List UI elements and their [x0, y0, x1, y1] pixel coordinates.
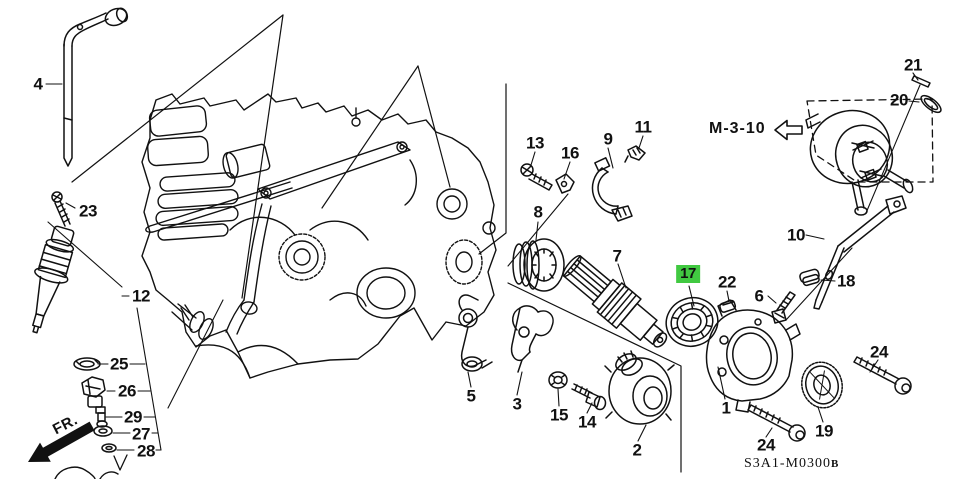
part-9-fork-drawing [591, 157, 633, 222]
part-11-clip-drawing [624, 145, 646, 163]
callout-3[interactable]: 3 [512, 394, 522, 414]
callout-28[interactable]: 28 [137, 441, 155, 461]
callout-14[interactable]: 14 [578, 412, 596, 432]
leader-lines [45, 72, 920, 451]
callout-1[interactable]: 1 [721, 398, 731, 418]
part-25-washer-drawing [73, 357, 101, 371]
callout-25[interactable]: 25 [110, 354, 128, 374]
part-18-sleeve-drawing [799, 268, 820, 287]
reference-link-m-3-10[interactable]: M-3-10 [709, 120, 766, 137]
wedge-lines [71, 14, 682, 473]
drawing-code-suffix: B [831, 458, 839, 470]
part-24-bolt-right-drawing [853, 356, 912, 395]
part-10-select-lever-drawing [785, 195, 907, 321]
callout-9[interactable]: 9 [603, 129, 613, 149]
callout-16[interactable]: 16 [561, 143, 579, 163]
callout-5[interactable]: 5 [466, 386, 476, 406]
callout-26[interactable]: 26 [118, 381, 136, 401]
part-2-retainer-drawing [604, 350, 675, 425]
callout-22[interactable]: 22 [718, 272, 736, 292]
part-29-valve-drawing [95, 406, 108, 428]
part-24-bolt-bottom-drawing [747, 404, 806, 442]
callout-21[interactable]: 21 [904, 55, 922, 75]
speedometer-gear-assembly-drawing [805, 84, 934, 216]
callout-12[interactable]: 12 [132, 286, 150, 306]
callout-6[interactable]: 6 [754, 286, 764, 306]
drawing-code: S3A1-M0300B [744, 456, 838, 472]
callout-23[interactable]: 23 [79, 201, 97, 221]
part-7-mainshaft-drawing [562, 254, 668, 348]
part-4-dipstick-drawing [63, 7, 129, 167]
callout-15[interactable]: 15 [550, 405, 568, 425]
part-3-shift-fork-drawing [510, 305, 554, 373]
callout-19[interactable]: 19 [815, 421, 833, 441]
callout-11[interactable]: 11 [634, 117, 652, 137]
callout-29[interactable]: 29 [124, 407, 142, 427]
m-3-10-arrow-icon [774, 119, 803, 141]
part-23-bolt-drawing [51, 191, 71, 227]
fr-direction-arrow-icon [28, 421, 95, 462]
part-8-synchro-sleeve-drawing [512, 238, 565, 292]
callout-4[interactable]: 4 [33, 74, 43, 94]
part-27-nut-drawing [93, 425, 113, 437]
part-1-case-cover-drawing [705, 299, 801, 413]
callout-18[interactable]: 18 [837, 271, 855, 291]
part-5-spring-drawing [458, 294, 493, 372]
transmission-housing-drawing [54, 93, 497, 479]
part-20-roller-drawing [920, 94, 942, 114]
callout-8[interactable]: 8 [533, 202, 543, 222]
callout-7[interactable]: 7 [612, 246, 622, 266]
part-12-speed-sensor-drawing [32, 225, 75, 334]
part-19-gear-drawing [801, 361, 843, 409]
check-mark [113, 454, 128, 471]
part-26-sensor-drawing [81, 376, 106, 408]
part-14-bolt-drawing [571, 383, 607, 411]
part-15-washer-drawing [548, 371, 568, 389]
callout-17[interactable]: 17 [676, 265, 700, 283]
callout-24[interactable]: 24 [757, 435, 775, 455]
callout-20[interactable]: 20 [890, 90, 908, 110]
callout-13[interactable]: 13 [526, 133, 544, 153]
callout-10[interactable]: 10 [787, 225, 805, 245]
part-16-bracket-drawing [555, 173, 575, 194]
drawing-code-main: S3A1-M0300 [744, 456, 832, 471]
part-13-bolt-drawing [520, 163, 553, 191]
part-17-bearing-drawing [665, 297, 719, 347]
callout-27[interactable]: 27 [132, 424, 150, 444]
part-28-washer-drawing [101, 443, 117, 453]
callout-2[interactable]: 2 [632, 440, 642, 460]
part-6-switch-drawing [771, 291, 796, 324]
callout-24[interactable]: 24 [870, 342, 888, 362]
part-21-pin-drawing [911, 75, 931, 88]
